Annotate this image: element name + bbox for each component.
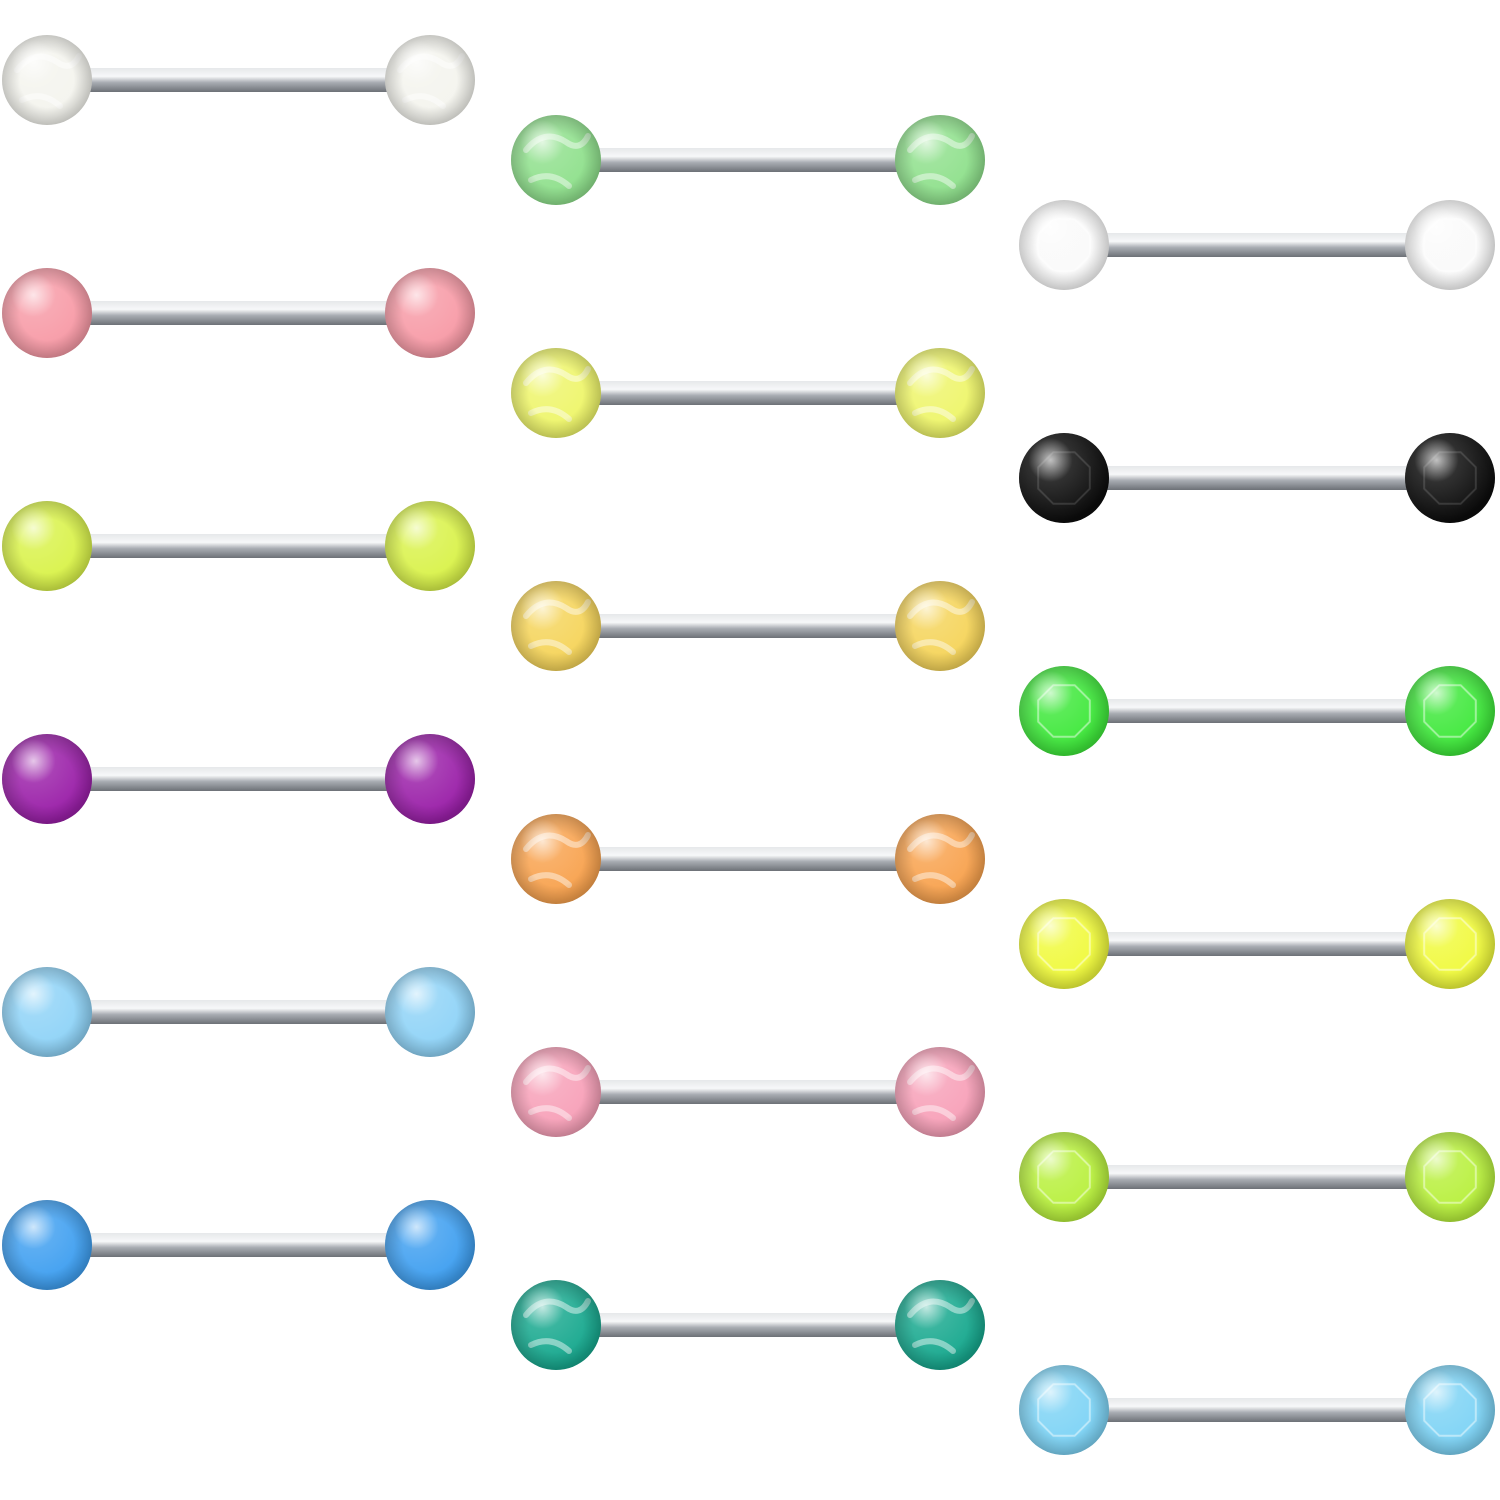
barbell <box>1019 1132 1495 1222</box>
barbell-bar <box>586 381 910 405</box>
barbell-ball <box>1019 1365 1109 1455</box>
barbell-bar <box>77 301 400 325</box>
barbell-bar <box>1094 233 1420 257</box>
barbell-bar <box>1094 466 1420 490</box>
barbell-ball <box>1019 666 1109 756</box>
barbell-ball <box>1405 899 1495 989</box>
barbell <box>2 1200 475 1290</box>
barbell-ball <box>1405 433 1495 523</box>
barbell-ball <box>511 348 601 438</box>
barbell-ball <box>1405 1132 1495 1222</box>
barbell-ball <box>895 348 985 438</box>
barbell-ball <box>511 814 601 904</box>
barbell <box>1019 433 1495 523</box>
barbell-ball <box>2 268 92 358</box>
barbell-ball <box>895 581 985 671</box>
barbell-ball <box>385 35 475 125</box>
barbell-ball <box>511 115 601 205</box>
barbell-ball <box>2 1200 92 1290</box>
barbell <box>2 734 475 824</box>
barbell-ball <box>895 814 985 904</box>
barbell-bar <box>77 534 400 558</box>
barbell-ball <box>1019 1132 1109 1222</box>
barbell-bar <box>77 1000 400 1024</box>
barbell-ball <box>1019 433 1109 523</box>
barbell-bar <box>586 1080 910 1104</box>
barbell-ball <box>2 967 92 1057</box>
barbell-ball <box>511 1047 601 1137</box>
barbell-ball <box>895 115 985 205</box>
barbell <box>2 268 475 358</box>
barbell <box>2 35 475 125</box>
barbell-bar <box>77 767 400 791</box>
barbell-bar <box>1094 1398 1420 1422</box>
barbell <box>1019 1365 1495 1455</box>
barbell <box>511 814 985 904</box>
barbell-bar <box>1094 1165 1420 1189</box>
barbell <box>1019 899 1495 989</box>
barbell <box>511 115 985 205</box>
barbell-ball <box>385 268 475 358</box>
barbell-bar <box>586 1313 910 1337</box>
barbell <box>1019 666 1495 756</box>
barbell-ball <box>1405 666 1495 756</box>
barbell-ball <box>895 1280 985 1370</box>
barbell-bar <box>1094 932 1420 956</box>
barbell-ball <box>511 581 601 671</box>
barbell <box>2 967 475 1057</box>
barbell-ball <box>385 967 475 1057</box>
barbell-ball <box>385 734 475 824</box>
barbell-ball <box>1405 1365 1495 1455</box>
barbell-ball <box>1019 200 1109 290</box>
barbell <box>511 348 985 438</box>
barbell <box>511 1047 985 1137</box>
barbell-bar <box>77 1233 400 1257</box>
barbell-ball <box>895 1047 985 1137</box>
barbell-bar <box>586 847 910 871</box>
barbell-bar <box>1094 699 1420 723</box>
barbell-ball <box>2 35 92 125</box>
barbell-group <box>2 35 1495 1455</box>
barbell-ball <box>511 1280 601 1370</box>
barbell <box>511 581 985 671</box>
barbell-ball <box>1019 899 1109 989</box>
barbell-bar <box>77 68 400 92</box>
barbell-bar <box>586 148 910 172</box>
barbell <box>1019 200 1495 290</box>
barbell-ball <box>1405 200 1495 290</box>
barbell <box>511 1280 985 1370</box>
barbell-bar <box>586 614 910 638</box>
barbell-ball <box>385 501 475 591</box>
barbell-ball <box>2 501 92 591</box>
barbell <box>2 501 475 591</box>
barbell-ball <box>385 1200 475 1290</box>
barbell-ball <box>2 734 92 824</box>
